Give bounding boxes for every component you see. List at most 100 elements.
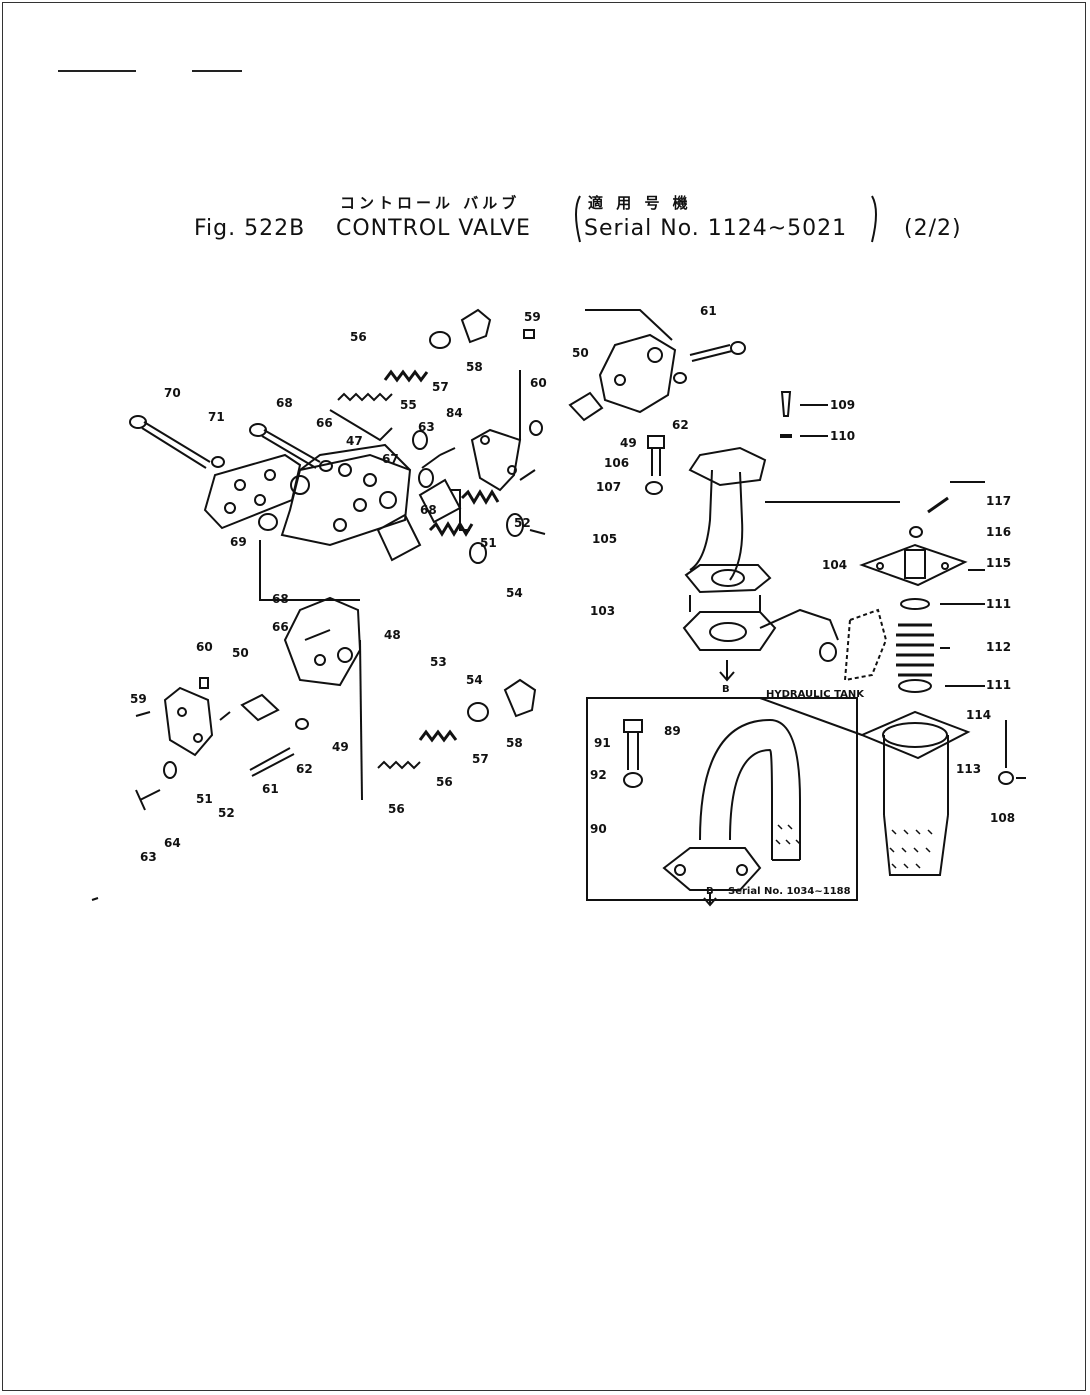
pin-59-lower bbox=[135, 711, 151, 717]
inset-serial: Serial No. 1034~1188 bbox=[728, 886, 851, 897]
pin-117 bbox=[927, 496, 949, 514]
bolt-61-lower bbox=[249, 747, 295, 777]
leader-57 bbox=[329, 409, 393, 442]
callout-63-lower: 63 bbox=[140, 850, 157, 864]
view-b-lower: B bbox=[706, 886, 714, 897]
callout-67: 67 bbox=[382, 452, 399, 466]
callout-56-lower: 56 bbox=[388, 802, 405, 816]
washer-62-upper bbox=[673, 372, 687, 384]
oring-104 bbox=[819, 642, 837, 662]
callout-110: 110 bbox=[830, 429, 856, 443]
screw-109 bbox=[780, 391, 792, 417]
callout-54-lower: 54 bbox=[466, 673, 483, 687]
plate-69 bbox=[203, 453, 302, 530]
callout-58-lower: 58 bbox=[506, 736, 523, 750]
callout-114: 114 bbox=[966, 708, 992, 722]
callout-66: 66 bbox=[316, 416, 333, 430]
callout-57-lower: 57 bbox=[472, 752, 489, 766]
callout-55: 55 bbox=[400, 398, 417, 412]
pipe-89 bbox=[699, 718, 801, 861]
tank-flange-dashed bbox=[843, 608, 888, 682]
spool-right bbox=[418, 478, 462, 524]
spring-56-top bbox=[337, 392, 393, 402]
callout-63-upper: 63 bbox=[418, 420, 435, 434]
housing-49-upper bbox=[598, 333, 677, 414]
pin-52-lower bbox=[219, 711, 231, 721]
washer-71 bbox=[211, 456, 225, 468]
flange-90 bbox=[662, 847, 762, 891]
oring-60-top bbox=[529, 420, 543, 436]
bolt-70 bbox=[129, 415, 211, 469]
plug-58-lower bbox=[503, 678, 537, 718]
callout-89: 89 bbox=[664, 724, 681, 738]
bolt-63-upper bbox=[421, 447, 456, 469]
part-name-title: CONTROL VALVE bbox=[336, 216, 531, 241]
callout-53: 53 bbox=[430, 655, 447, 669]
arrow-view-b-upper bbox=[719, 660, 735, 682]
spring-56-lower bbox=[377, 760, 421, 770]
pin-59-top bbox=[523, 329, 535, 339]
bracket-left bbox=[575, 195, 581, 243]
callout-50-lower: 50 bbox=[232, 646, 249, 660]
cap-115 bbox=[859, 543, 968, 587]
oring-60-lower bbox=[199, 677, 209, 689]
spool-48 bbox=[376, 513, 422, 562]
leader-vertical bbox=[359, 639, 363, 801]
pin-52-upper bbox=[519, 469, 536, 481]
callout-56-lower-b: 56 bbox=[436, 775, 453, 789]
washer-107 bbox=[645, 481, 663, 495]
inset-box bbox=[586, 697, 858, 901]
housing-49-lower bbox=[283, 596, 362, 687]
callout-107: 107 bbox=[596, 480, 622, 494]
callout-51-lower: 51 bbox=[196, 792, 213, 806]
header-rule-right bbox=[192, 70, 242, 72]
pin-c bbox=[529, 529, 546, 535]
inset-leader bbox=[587, 697, 863, 736]
callout-51-upper: 51 bbox=[480, 536, 497, 550]
spring-53 bbox=[428, 521, 474, 537]
plug-50-lower bbox=[240, 693, 280, 722]
callout-48: 48 bbox=[384, 628, 401, 642]
flange-103 bbox=[682, 608, 839, 651]
bracket-right bbox=[871, 195, 877, 243]
callout-52-lower: 52 bbox=[218, 806, 235, 820]
bolt-61-upper bbox=[689, 344, 733, 362]
callout-56: 56 bbox=[350, 330, 367, 344]
callout-105: 105 bbox=[592, 532, 618, 546]
page-indicator: (2/2) bbox=[904, 216, 962, 241]
oring-68 bbox=[418, 468, 434, 488]
spring-55-top bbox=[383, 369, 429, 383]
leaders-109-110 bbox=[800, 404, 828, 437]
bolt-106 bbox=[647, 435, 665, 476]
callout-59: 59 bbox=[524, 310, 541, 324]
bolt-113-head bbox=[998, 771, 1014, 785]
valve-body-47 bbox=[280, 443, 412, 547]
callout-66-lower: 66 bbox=[272, 620, 289, 634]
callout-62-lower: 62 bbox=[296, 762, 313, 776]
header-rule-left bbox=[58, 70, 136, 72]
japanese-serial-label: 適 用 号 機 bbox=[588, 194, 692, 212]
plug-58-top bbox=[460, 308, 492, 344]
callout-64: 64 bbox=[164, 836, 181, 850]
connector-103-105 bbox=[689, 595, 761, 612]
callout-60-lower: 60 bbox=[196, 640, 213, 654]
leader-49 bbox=[585, 309, 673, 341]
figure-number: Fig. 522B bbox=[194, 216, 306, 241]
japanese-part-name: コントロール バルブ bbox=[340, 194, 521, 212]
hydraulic-tank-label: HYDRAULIC TANK bbox=[766, 689, 864, 700]
callout-68-bracket: 68 bbox=[272, 592, 289, 606]
nut-116 bbox=[909, 526, 923, 538]
callout-47: 47 bbox=[346, 434, 363, 448]
cover-51-upper bbox=[470, 428, 522, 492]
washer-62-lower bbox=[295, 718, 309, 730]
callout-59-lower: 59 bbox=[130, 692, 147, 706]
callout-92: 92 bbox=[590, 768, 607, 782]
callout-113: 113 bbox=[956, 762, 982, 776]
nut-top bbox=[429, 331, 451, 349]
oring-54a bbox=[469, 542, 487, 564]
callout-62-upper: 62 bbox=[672, 418, 689, 432]
bolt-68 bbox=[249, 423, 321, 469]
